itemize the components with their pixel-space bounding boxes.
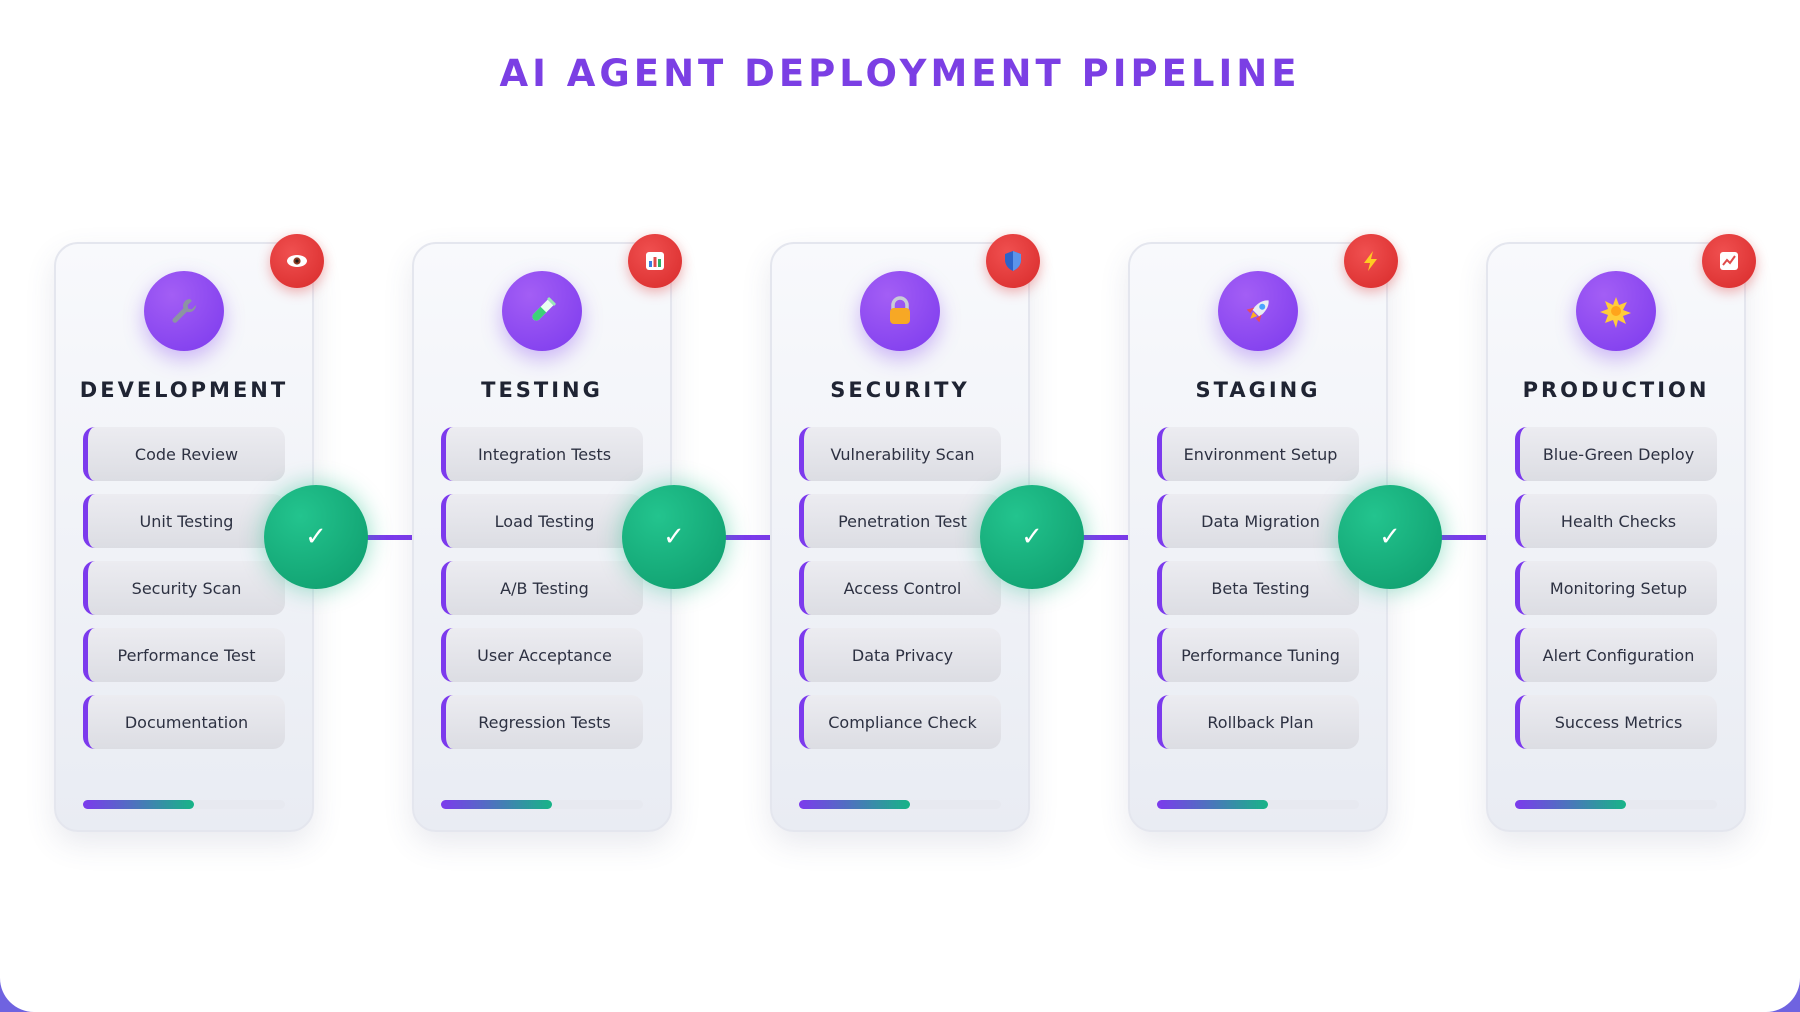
stage-progress-fill bbox=[83, 800, 195, 809]
stage-step: Access Control bbox=[799, 561, 1001, 615]
stage-step: Regression Tests bbox=[441, 695, 643, 749]
checkmark-icon: ✓ bbox=[1338, 485, 1442, 589]
stage-step: A/B Testing bbox=[441, 561, 643, 615]
stage-step: Data Privacy bbox=[799, 628, 1001, 682]
stage-step: Load Testing bbox=[441, 494, 643, 548]
stage-step: Security Scan bbox=[83, 561, 285, 615]
stage-step: Monitoring Setup bbox=[1515, 561, 1717, 615]
stage-step: Environment Setup bbox=[1157, 427, 1359, 481]
eye-icon bbox=[270, 234, 324, 288]
stage-title: DEVELOPMENT bbox=[79, 378, 289, 402]
trend-chart-icon bbox=[1702, 234, 1756, 288]
stage-step: Success Metrics bbox=[1515, 695, 1717, 749]
stage-progress-bar bbox=[1515, 800, 1717, 809]
shield-icon bbox=[986, 234, 1040, 288]
stage-step: Documentation bbox=[83, 695, 285, 749]
stage-progress-bar bbox=[441, 800, 643, 809]
stage-progress-fill bbox=[441, 800, 553, 809]
stage-step: Unit Testing bbox=[83, 494, 285, 548]
rocket-icon bbox=[1218, 271, 1298, 351]
stage-progress-fill bbox=[799, 800, 911, 809]
stage-step: Compliance Check bbox=[799, 695, 1001, 749]
stage-step: Alert Configuration bbox=[1515, 628, 1717, 682]
stage-step: Data Migration bbox=[1157, 494, 1359, 548]
stage-step: User Acceptance bbox=[441, 628, 643, 682]
test-tube-icon bbox=[502, 271, 582, 351]
stage-step: Performance Test bbox=[83, 628, 285, 682]
stage-title: SECURITY bbox=[830, 378, 970, 402]
stage-step: Vulnerability Scan bbox=[799, 427, 1001, 481]
bar-chart-icon bbox=[628, 234, 682, 288]
stage-step: Blue-Green Deploy bbox=[1515, 427, 1717, 481]
stage-progress-bar bbox=[1157, 800, 1359, 809]
stage-title: PRODUCTION bbox=[1522, 378, 1710, 402]
stage-progress-bar bbox=[799, 800, 1001, 809]
wrench-icon bbox=[144, 271, 224, 351]
stage-step: Performance Tuning bbox=[1157, 628, 1359, 682]
stage-step: Penetration Test bbox=[799, 494, 1001, 548]
lightning-icon bbox=[1344, 234, 1398, 288]
stage-step: Beta Testing bbox=[1157, 561, 1359, 615]
stage-step: Integration Tests bbox=[441, 427, 643, 481]
stage-title: TESTING bbox=[481, 378, 603, 402]
lock-icon bbox=[860, 271, 940, 351]
stage-progress-fill bbox=[1515, 800, 1627, 809]
stage-step: Code Review bbox=[83, 427, 285, 481]
checkmark-icon: ✓ bbox=[622, 485, 726, 589]
stage-step: Rollback Plan bbox=[1157, 695, 1359, 749]
checkmark-icon: ✓ bbox=[264, 485, 368, 589]
stage-progress-bar bbox=[83, 800, 285, 809]
stage-step: Health Checks bbox=[1515, 494, 1717, 548]
stage-progress-fill bbox=[1157, 800, 1269, 809]
page-title: AI AGENT DEPLOYMENT PIPELINE bbox=[499, 52, 1301, 95]
stage-title: STAGING bbox=[1195, 378, 1321, 402]
checkmark-icon: ✓ bbox=[980, 485, 1084, 589]
sparkle-icon bbox=[1576, 271, 1656, 351]
